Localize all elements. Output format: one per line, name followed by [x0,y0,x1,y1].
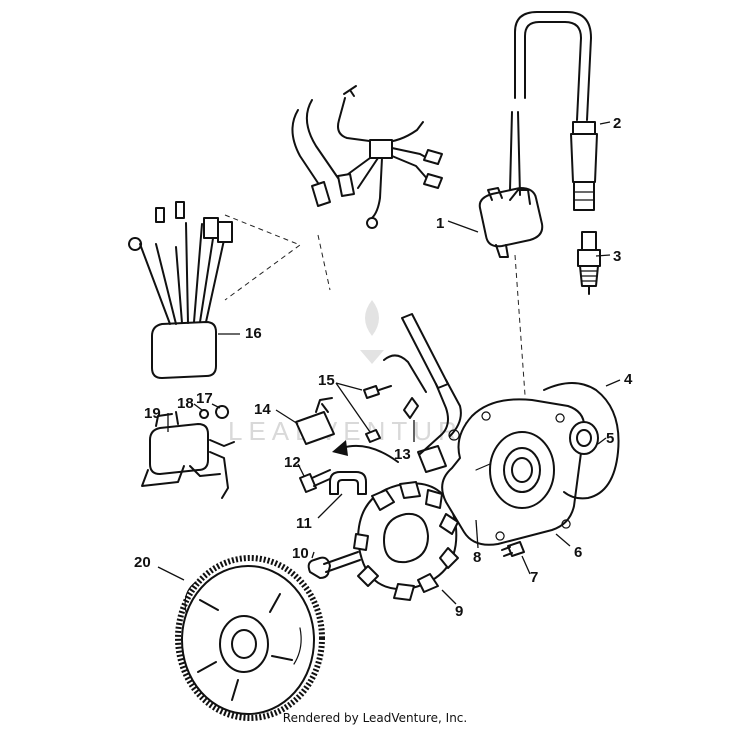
callout-5: 5 [606,430,614,447]
callout-10: 10 [292,545,309,562]
magneto-cover [441,398,586,546]
watermark-text: LEADVENTURE [228,416,486,446]
callout-16: 16 [245,325,262,342]
bolt-7 [501,541,525,557]
callout-9: 9 [455,603,463,620]
callout-14: 14 [254,401,271,418]
stator-lead [383,313,462,455]
bearing [569,421,599,455]
callout-1: 1 [436,215,444,232]
voltage-regulator [128,201,233,379]
callout-6: 6 [574,544,582,561]
callout-18: 18 [177,395,194,412]
stator [353,481,459,601]
wire-harness [291,85,443,229]
starter-solenoid [141,405,235,499]
screws [363,385,392,443]
direction-arrow [332,440,399,463]
spark-plug [577,231,601,295]
callout-15: 15 [318,372,335,389]
clamp [329,471,367,495]
spark-plug-wire [509,11,592,196]
callout-8: 8 [473,549,481,566]
spark-plug-cap [570,121,598,211]
watermark: LEADVENTURE [228,300,486,446]
pickup-sensor [295,397,335,445]
callout-7: 7 [530,569,538,586]
callout-11: 11 [296,515,312,532]
callout-12: 12 [284,454,301,471]
flywheel [175,555,325,721]
callout-4: 4 [624,371,633,388]
callout-3: 3 [613,248,621,265]
callout-2: 2 [613,115,621,132]
callout-20: 20 [134,554,151,571]
ignition-coil [478,187,544,258]
callout-19: 19 [144,405,161,422]
callout-17: 17 [196,390,213,407]
callout-labels: 1 2 3 4 5 6 7 8 9 10 11 12 13 14 15 16 1… [134,115,633,620]
o-ring [543,382,620,500]
leader-lines [157,121,621,605]
sensor-with-clip [403,397,447,473]
bolt-12 [299,469,333,493]
callout-13: 13 [394,446,411,463]
footer-credit: Rendered by LeadVenture, Inc. [282,711,468,725]
bolt-10 [307,551,361,579]
